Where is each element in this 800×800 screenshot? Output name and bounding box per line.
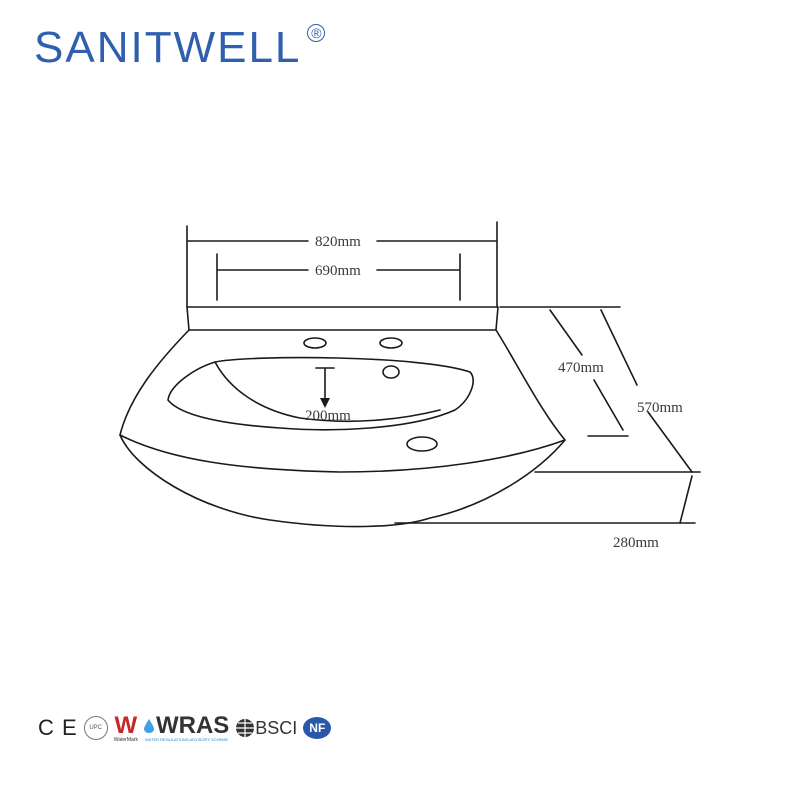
dim-200-arrowhead xyxy=(320,398,330,408)
brand-name: SANITWELL xyxy=(34,23,302,72)
bsci-text: BSCI xyxy=(255,717,298,738)
registered-mark: ® xyxy=(307,24,326,42)
drain-hole xyxy=(406,436,438,452)
watermark-logo: W WaterMark xyxy=(113,711,138,743)
water-drop-icon xyxy=(143,719,154,733)
dim-470-lower xyxy=(593,379,624,431)
wras-caption: WATER REGULATIONS ADVISORY SCHEME xyxy=(145,737,229,742)
overflow-hole xyxy=(382,365,400,379)
dim-280-vert xyxy=(679,475,693,524)
label-470: 470mm xyxy=(558,360,604,376)
wras-logo: WRAS WATER REGULATIONS ADVISORY SCHEME xyxy=(143,712,230,742)
basin-back-rim xyxy=(186,306,499,331)
label-690: 690mm xyxy=(315,263,361,279)
globe-icon xyxy=(236,719,255,737)
watermark-caption: WaterMark xyxy=(113,736,138,743)
watermark-letter: W xyxy=(114,711,138,739)
dim-570-lower xyxy=(647,411,693,473)
certification-logos: C E UPC W WaterMark WRAS WATER REGULATIO… xyxy=(38,708,332,748)
upc-mark: UPC xyxy=(83,716,108,740)
nf-mark: NF xyxy=(303,717,332,739)
tap-hole-left xyxy=(303,337,327,349)
dim-470-upper xyxy=(549,309,583,356)
label-280: 280mm xyxy=(613,535,659,551)
label-570: 570mm xyxy=(637,400,683,416)
tap-hole-right xyxy=(379,337,403,349)
basin-front-lip xyxy=(119,434,566,473)
label-820: 820mm xyxy=(315,234,361,250)
basin-outer-shell xyxy=(119,329,566,528)
ce-mark: C E xyxy=(38,715,78,740)
brand-logo: SANITWELL ® xyxy=(34,20,326,76)
dim-570-upper xyxy=(600,309,638,386)
basin-inner-bowl-floor xyxy=(214,361,441,423)
wras-text: WRAS xyxy=(155,712,230,739)
bsci-logo: BSCI xyxy=(235,718,297,739)
basin-inner-bowl xyxy=(167,356,474,431)
label-200: 200mm xyxy=(305,408,351,424)
